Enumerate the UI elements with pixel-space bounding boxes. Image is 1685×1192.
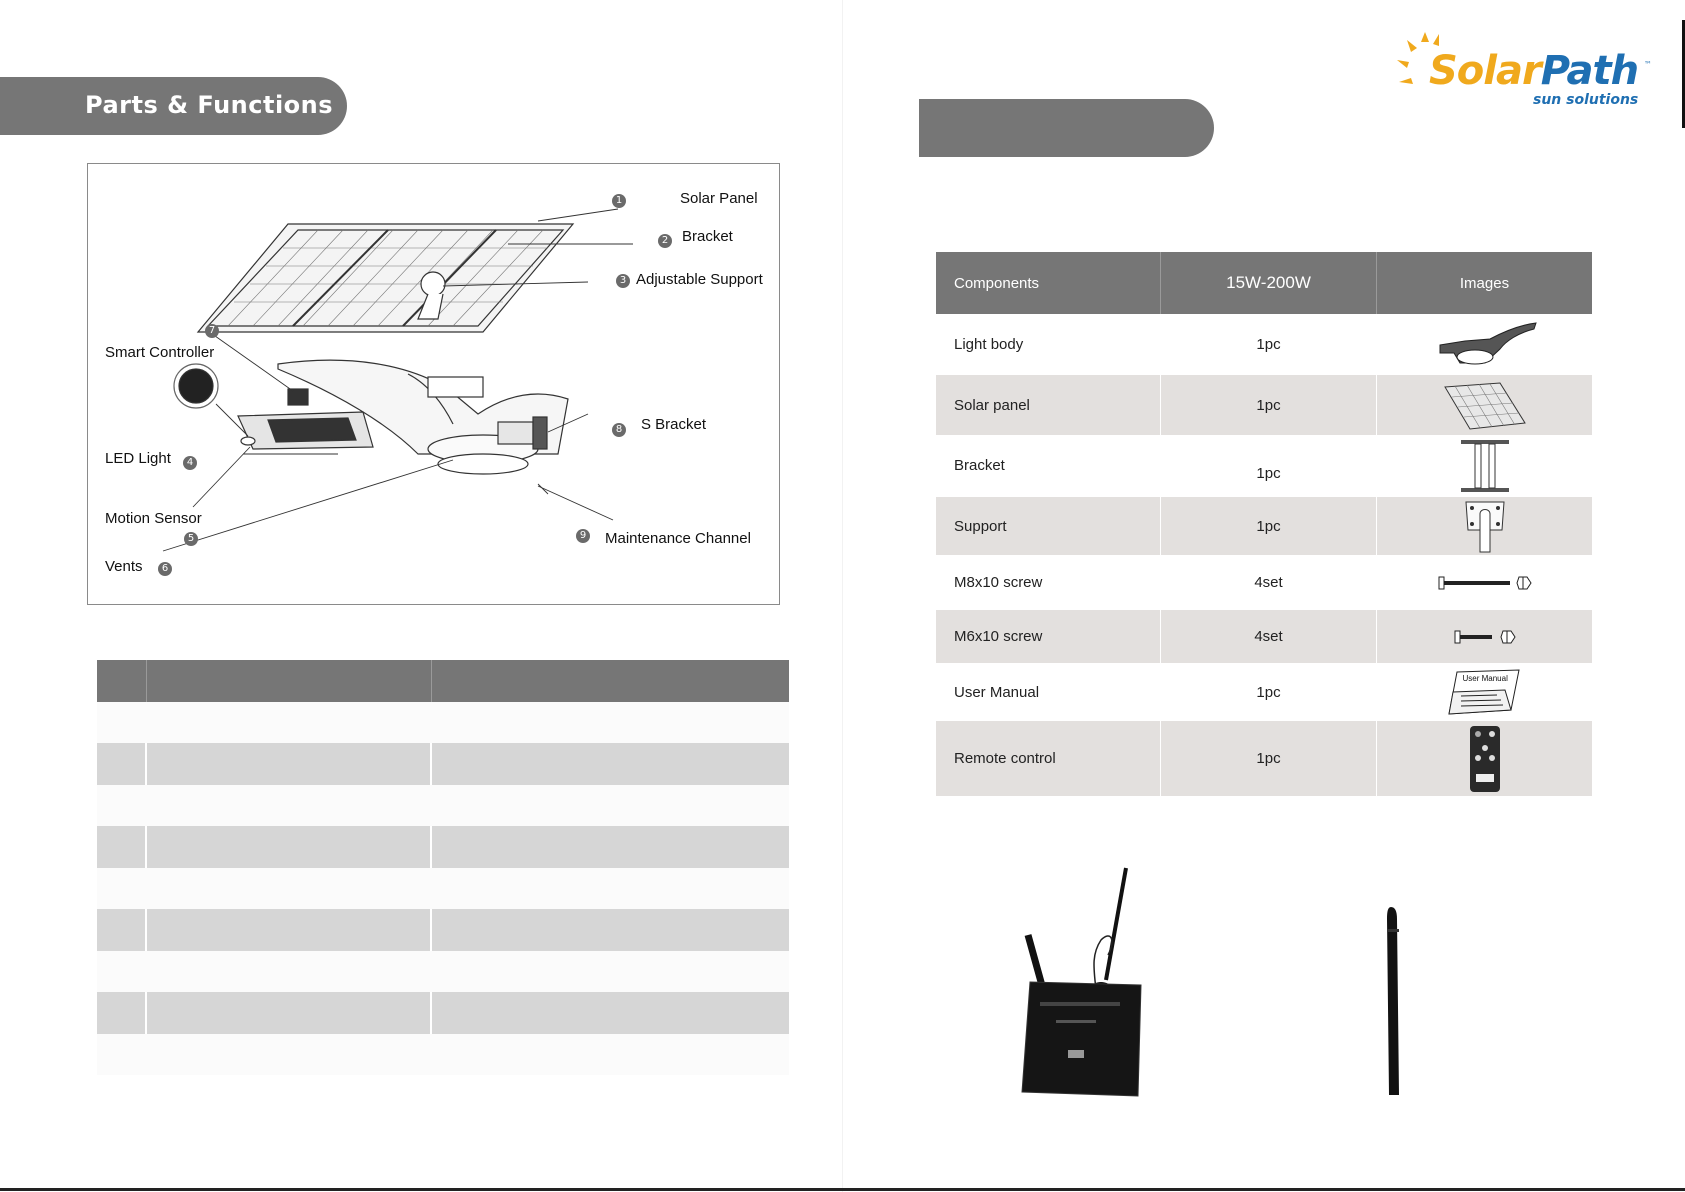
- gateway-router-photo: [976, 860, 1196, 1105]
- long-screw-icon: [1377, 555, 1592, 610]
- callout-label-maintenance-channel: Maintenance Channel: [605, 530, 751, 547]
- table-row: Light body 1pc: [936, 314, 1592, 375]
- callout-number: 9: [576, 529, 590, 543]
- section-title-tab: [919, 99, 1214, 157]
- left-page: Parts & Functions: [0, 0, 842, 1192]
- street-light-exploded-drawing: [162, 208, 633, 552]
- table-row: M6x10 screw 4set: [936, 610, 1592, 663]
- callout-label-vents: Vents: [105, 558, 143, 575]
- parts-diagram: 1 Solar Panel 2 Bracket 3 Adjustable Sup…: [87, 163, 780, 605]
- table-row: [97, 784, 789, 826]
- support-icon: [1377, 497, 1592, 555]
- sun-rays-icon: [1397, 32, 1439, 84]
- bracket-icon: [1377, 435, 1592, 497]
- table-row: M8x10 screw 4set: [936, 555, 1592, 610]
- callout-number: 6: [158, 562, 172, 576]
- table-header-row: [97, 660, 789, 702]
- brand-name: SolarPath: [1429, 48, 1639, 94]
- component-name: Bracket: [936, 435, 1161, 497]
- page-divider: [842, 0, 843, 1192]
- header-components: Components: [936, 252, 1161, 314]
- table-row: Remote control 1pc: [936, 721, 1592, 796]
- light-body-icon: [1377, 314, 1592, 375]
- table-row: Bracket 1pc: [936, 435, 1592, 497]
- callout-label-solar-panel: Solar Panel: [680, 190, 758, 207]
- trademark-symbol: ™: [1644, 60, 1652, 69]
- callout-number: 7: [205, 324, 219, 338]
- component-qty: 1pc: [1161, 435, 1377, 497]
- callout-label-s-bracket: S Bracket: [641, 416, 707, 433]
- callout-number: 4: [183, 456, 197, 470]
- section-title-tab: Parts & Functions: [0, 77, 347, 135]
- antenna-photo: [1373, 905, 1413, 1100]
- callout-label-led-light: LED Light: [105, 450, 171, 467]
- solarpath-logo: SolarPath sun solutions: [1395, 28, 1645, 118]
- component-qty: 1pc: [1161, 375, 1377, 435]
- table-row: [97, 743, 789, 785]
- callout-label-smart-controller: Smart Controller: [105, 344, 215, 361]
- table-row: [97, 992, 789, 1034]
- callout-label-motion-sensor: Motion Sensor: [105, 510, 202, 527]
- component-qty: 1pc: [1161, 663, 1377, 721]
- callout-number: 3: [616, 274, 630, 288]
- component-name: Support: [936, 497, 1161, 555]
- table-header-row: Components 15W-200W Images: [936, 252, 1592, 314]
- component-name: M6x10 screw: [936, 610, 1161, 663]
- component-qty: 4set: [1161, 555, 1377, 610]
- component-name: Remote control: [936, 721, 1161, 796]
- table-row: User Manual 1pc User Manual: [936, 663, 1592, 721]
- component-qty: 1pc: [1161, 721, 1377, 796]
- component-name: User Manual: [936, 663, 1161, 721]
- table-row: [97, 867, 789, 909]
- table-row: [97, 1033, 789, 1075]
- short-screw-icon: [1377, 610, 1592, 663]
- component-name: Light body: [936, 314, 1161, 375]
- bottom-rule: [0, 1188, 1685, 1191]
- right-page: Components 15W-200W Images Light body 1p…: [843, 0, 1685, 1192]
- header-images: Images: [1459, 274, 1510, 292]
- component-qty: 1pc: [1161, 497, 1377, 555]
- section-title: Parts & Functions: [85, 91, 334, 119]
- callout-number: 5: [184, 532, 198, 546]
- manual-cover-text: User Manual: [1462, 674, 1508, 683]
- component-qty: 1pc: [1161, 314, 1377, 375]
- table-row: [97, 701, 789, 743]
- callout-label-bracket: Bracket: [682, 228, 733, 245]
- callout-label-adjustable-support: Adjustable Support: [636, 271, 763, 288]
- table-row: Solar panel 1pc: [936, 375, 1592, 435]
- table-row: [97, 950, 789, 992]
- callout-number: 1: [612, 194, 626, 208]
- header-power-range: 15W-200W: [1161, 252, 1377, 314]
- edge-bar: [1682, 20, 1685, 128]
- callout-number: 8: [612, 423, 626, 437]
- component-qty: 4set: [1161, 610, 1377, 663]
- remote-control-icon: [1377, 721, 1592, 796]
- component-name: Solar panel: [936, 375, 1161, 435]
- parts-table: [97, 660, 789, 1075]
- callout-number: 2: [658, 234, 672, 248]
- brand-tagline: sun solutions: [1533, 92, 1639, 108]
- solar-panel-icon: [1377, 375, 1592, 435]
- component-name: M8x10 screw: [936, 555, 1161, 610]
- table-row: [97, 826, 789, 868]
- components-table: Components 15W-200W Images Light body 1p…: [936, 252, 1592, 796]
- table-row: Support 1pc: [936, 497, 1592, 555]
- manual-icon: User Manual: [1377, 663, 1592, 721]
- table-row: [97, 909, 789, 951]
